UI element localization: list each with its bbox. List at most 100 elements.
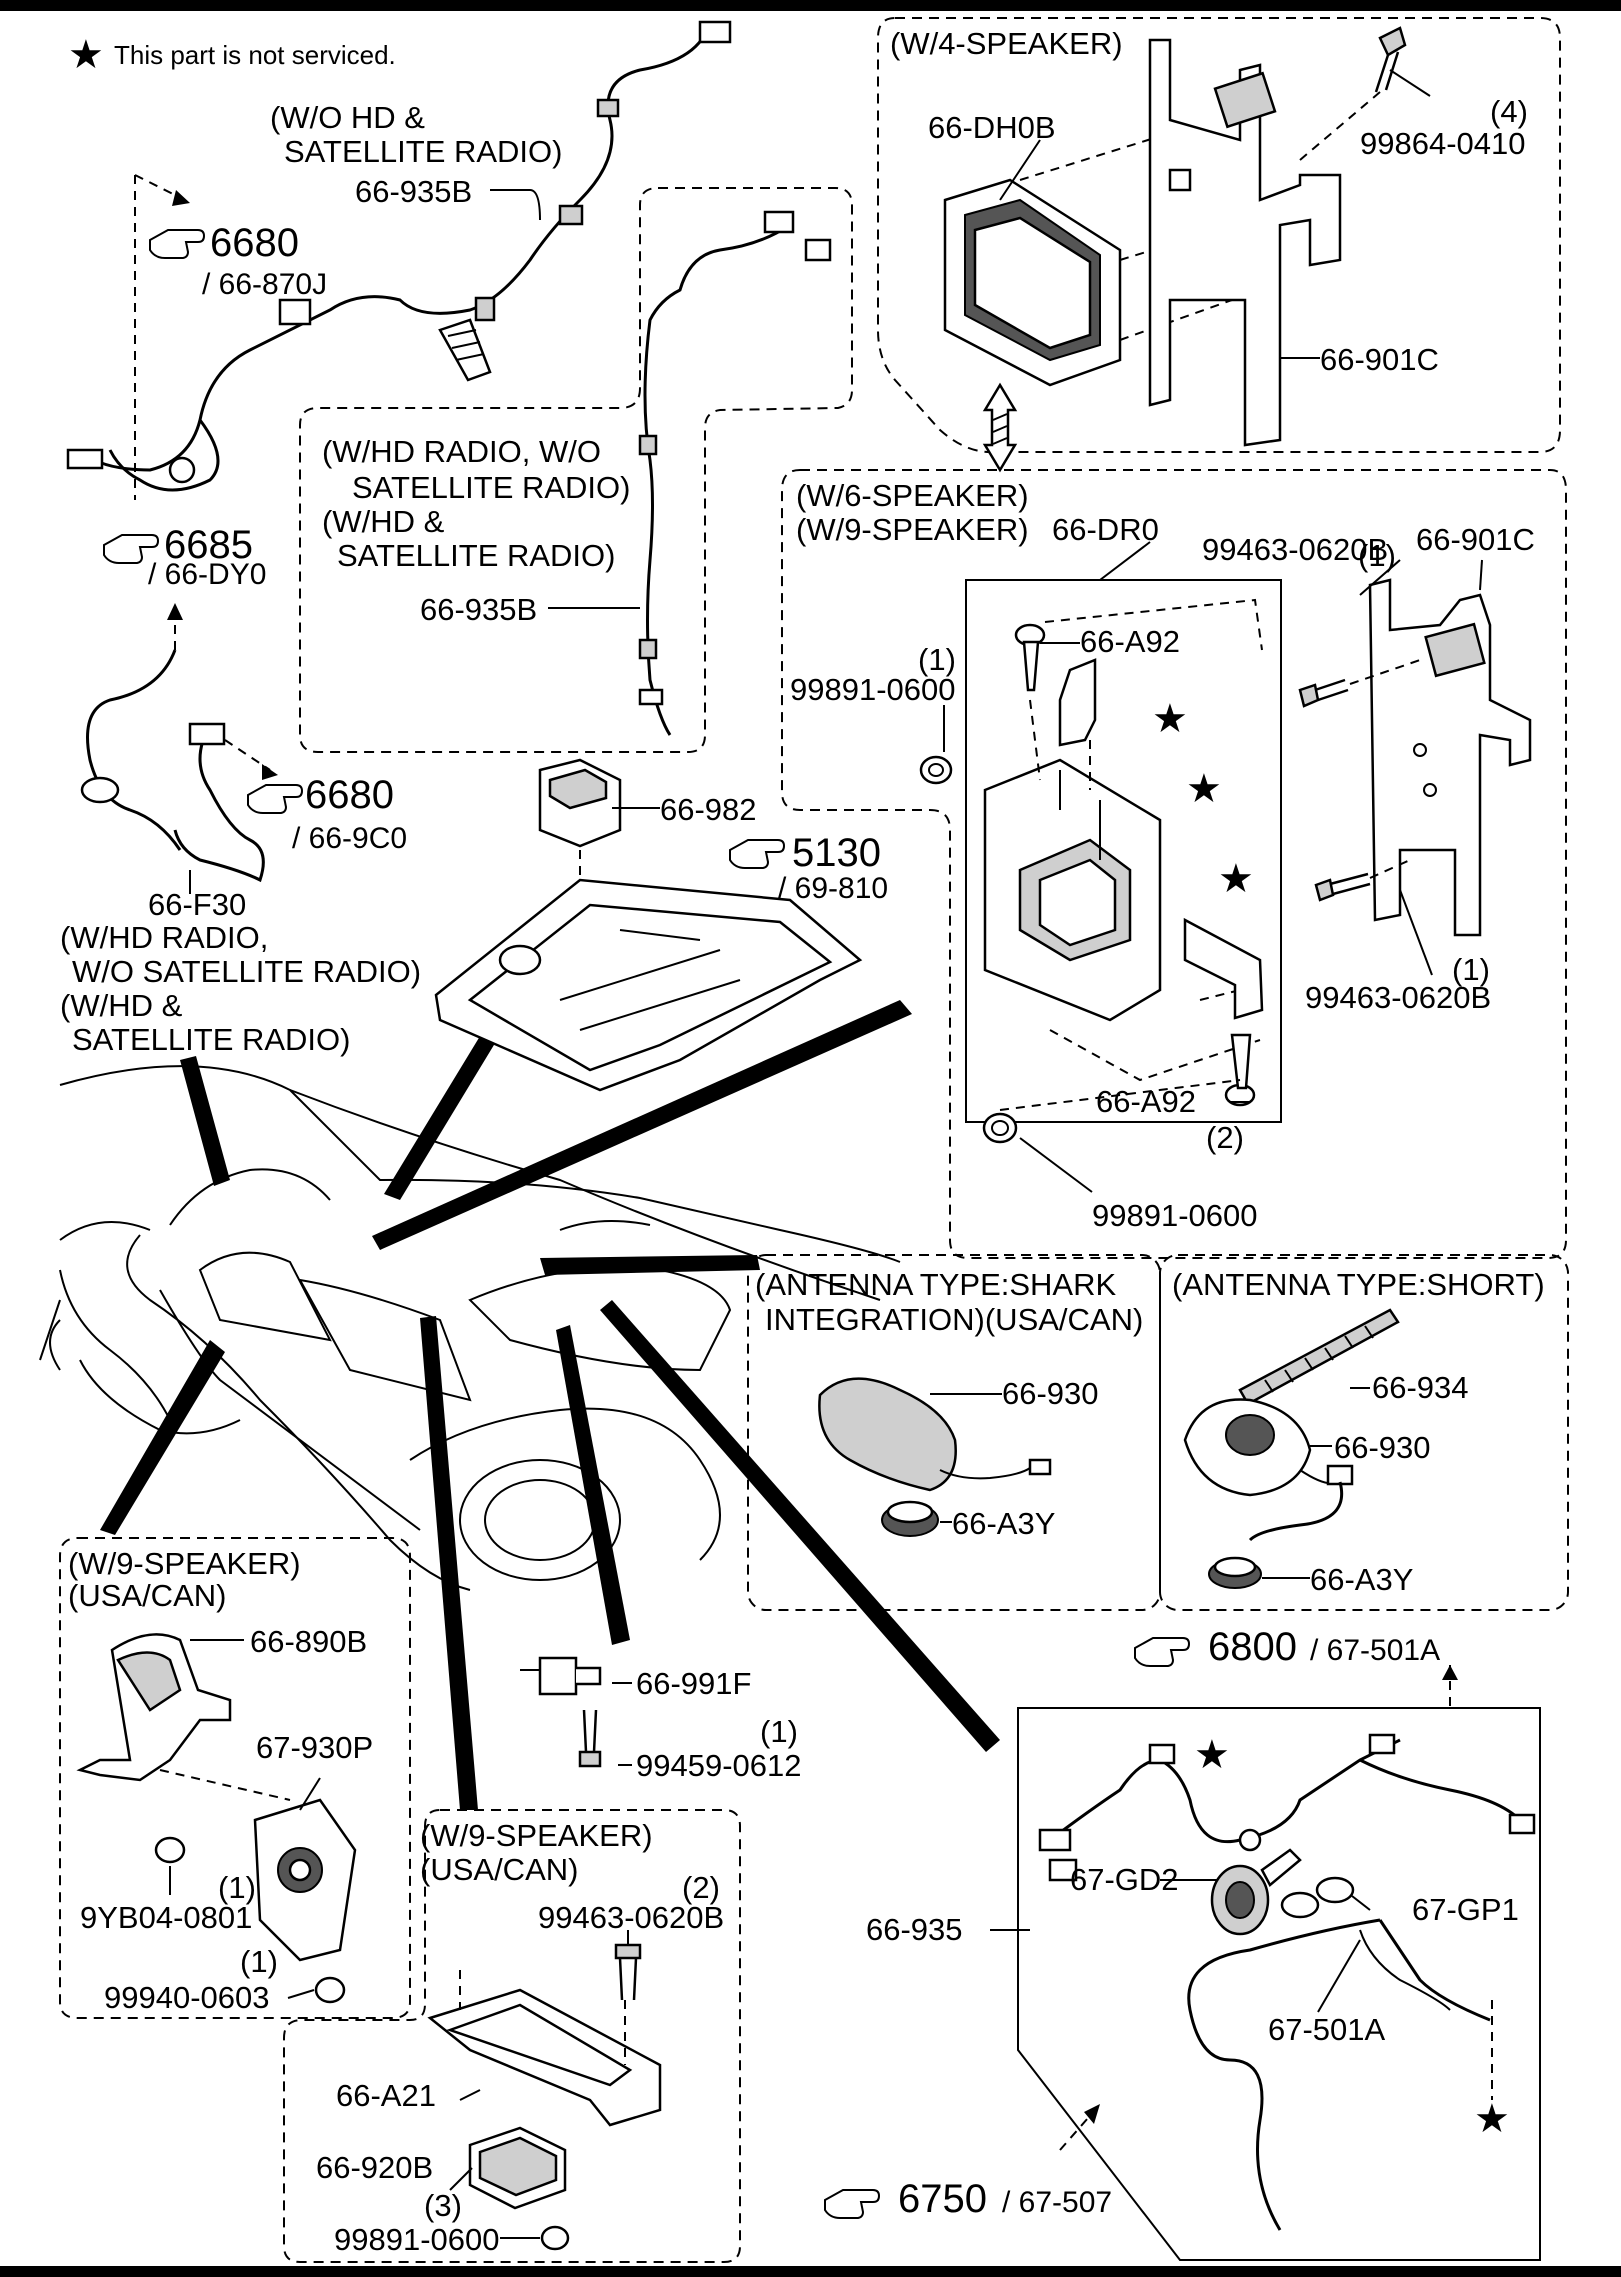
label-66-A21: 66-A21: [336, 2078, 436, 2113]
label-66-DR0: 66-DR0: [1052, 512, 1159, 547]
part-66-920B-amp[interactable]: [468, 2126, 567, 2210]
label-99463-0620B-c: 99463-0620B: [538, 1900, 724, 1935]
label-hd-sat-a-4: SATELLITE RADIO): [337, 538, 616, 573]
part-99463-0620B-bolt-a[interactable]: [1298, 659, 1421, 708]
part-67-GD2[interactable]: [1210, 1848, 1302, 1936]
leader-lines: [169, 69, 1483, 2239]
label-67-501A: 67-501A: [1268, 2012, 1386, 2047]
part-66-982[interactable]: [538, 758, 622, 1000]
ref-number: 6750: [898, 2177, 987, 2221]
part-99463-0620B-bolt-c[interactable]: [614, 1943, 642, 2001]
box-66-DR0-assembly: [965, 579, 1282, 1123]
part-67-GP1[interactable]: [1280, 1876, 1355, 1919]
ref-6750-arrow: [1084, 2104, 1100, 2124]
label-99891-0600-a: 99891-0600: [790, 672, 956, 707]
ref-number: 6800: [1208, 1625, 1297, 1669]
part-66-A92-screw-b[interactable]: [1224, 1033, 1256, 1107]
label-66-920B: 66-920B: [316, 2150, 433, 2185]
part-99891-0600-nut-a[interactable]: [919, 755, 953, 785]
ref-sub: / 66-870J: [202, 268, 327, 301]
label-99940-0603-qty: (1): [240, 1944, 278, 1979]
box-w9-speaker-mid: [283, 1809, 741, 2263]
box-w6-w9-speaker: [781, 469, 1567, 1259]
label-w9-mid-1: (W/9-SPEAKER): [420, 1818, 653, 1853]
label-99891-0600-b: 99891-0600: [1092, 1198, 1258, 1233]
part-99940-0603-nut[interactable]: [314, 1976, 346, 2004]
part-67-501A-cable[interactable]: [1359, 1929, 1493, 2100]
label-antenna-shark-2: INTEGRATION)(USA/CAN): [765, 1302, 1143, 1337]
label-66-935: 66-935: [866, 1912, 963, 1947]
pointing-hand-icon: [103, 534, 160, 564]
part-66-A21-bracket[interactable]: [427, 1970, 662, 2127]
label-hd-sat-b-1: (W/HD RADIO,: [60, 920, 268, 955]
reference-5130[interactable]: 5130 / 69-810: [729, 831, 888, 905]
arrow-double-hatched: [982, 382, 1018, 473]
label-hd-sat-b-4: SATELLITE RADIO): [72, 1022, 351, 1057]
ref-sub: / 67-501A: [1310, 1634, 1440, 1667]
part-66-901C-bracket-b[interactable]: [1368, 578, 1532, 937]
reference-6680-b[interactable]: 6680 / 66-9C0: [247, 773, 407, 855]
reference-6685[interactable]: 6685 / 66-DY0: [103, 523, 266, 591]
label-w9-left-2: (USA/CAN): [68, 1578, 226, 1613]
part-66-935B-harness[interactable]: [66, 20, 732, 500]
part-99891-0600-nut-c[interactable]: [540, 2225, 570, 2251]
legend: ★ This part is not serviced.: [68, 33, 396, 77]
label-antenna-shark-1: (ANTENNA TYPE:SHARK: [755, 1267, 1117, 1302]
label-99459-0612: 99459-0612: [636, 1748, 802, 1783]
reference-6800[interactable]: 6800 / 67-501A: [1134, 1625, 1440, 1669]
part-66-A3Y-pad-a[interactable]: [881, 1500, 939, 1537]
label-66-982: 66-982: [660, 792, 757, 827]
star-icon: ★: [1186, 767, 1222, 811]
part-99891-0600-nut-b[interactable]: [982, 1079, 1241, 1144]
label-66-A3Y-b: 66-A3Y: [1310, 1562, 1413, 1597]
part-66-DR0-unit[interactable]: [983, 758, 1261, 1082]
part-bracket-star-a[interactable]: [1029, 658, 1097, 790]
label-99463-0620B-a: 99463-0620B: [1202, 532, 1388, 567]
reference-6680-a[interactable]: 6680 / 66-870J: [149, 221, 327, 301]
box-antenna-shark: [747, 1254, 1161, 1611]
part-66-935B-harness-hd[interactable]: [638, 210, 832, 736]
label-66-934: 66-934: [1372, 1370, 1469, 1405]
label-antenna-short: (ANTENNA TYPE:SHORT): [1172, 1267, 1545, 1302]
part-labels: 66-935B 66-935B 66-DH0B (4) 99864-0410 6…: [80, 94, 1535, 2257]
star-icon: ★: [1194, 1733, 1230, 1777]
ref-sub: / 66-DY0: [148, 558, 266, 591]
part-66-DH0B-unit[interactable]: [943, 129, 1261, 387]
callout-lines: [100, 995, 1000, 1810]
label-w6-speaker: (W/6-SPEAKER): [796, 478, 1029, 513]
part-99864-0410-bolt[interactable]: [1299, 26, 1407, 161]
part-66-A3Y-pad-b[interactable]: [1208, 1556, 1262, 1589]
part-66-F30-harness[interactable]: [80, 603, 278, 883]
star-icon: ★: [1152, 697, 1188, 741]
part-66-901C-bracket-a[interactable]: [1148, 38, 1342, 447]
label-99891-0600-c: 99891-0600: [334, 2222, 500, 2257]
part-69-810-overhead[interactable]: [434, 878, 863, 1092]
part-99463-0620B-bolt-b[interactable]: [1314, 859, 1411, 902]
part-66-991F[interactable]: [520, 1656, 602, 1696]
part-bracket-star-b[interactable]: [1183, 917, 1264, 1020]
label-w9-mid-2: (USA/CAN): [420, 1852, 578, 1887]
part-66-890B-bracket[interactable]: [76, 1633, 291, 1801]
label-66-930-b: 66-930: [1334, 1430, 1431, 1465]
label-66-DH0B: 66-DH0B: [928, 110, 1056, 145]
reference-6750[interactable]: 6750 / 67-507: [824, 2177, 1112, 2221]
label-wo-hd-sat-2: SATELLITE RADIO): [284, 134, 563, 169]
label-hd-sat-a-3: (W/HD &: [322, 504, 445, 539]
label-66-890B: 66-890B: [250, 1624, 367, 1659]
part-67-930P-speaker[interactable]: [253, 1798, 357, 1962]
label-99459-0612-qty: (1): [760, 1714, 798, 1749]
label-66-A3Y-a: 66-A3Y: [952, 1506, 1055, 1541]
label-99463-0620B-b-qty: (1): [1452, 952, 1490, 987]
part-66-A92-screw-a[interactable]: [1014, 598, 1263, 692]
arrow-hatched: [438, 318, 492, 382]
label-w9-left-1: (W/9-SPEAKER): [68, 1546, 301, 1581]
part-66-930-short-antenna[interactable]: [1183, 1398, 1354, 1542]
box-66-935-harness: [1017, 1707, 1541, 2261]
ref-number: 6680: [210, 221, 299, 265]
label-66-A92-a: 66-A92: [1080, 624, 1180, 659]
part-9YB04-0801-nut[interactable]: [154, 1836, 186, 1864]
part-66-930-shark-antenna[interactable]: [818, 1377, 1052, 1492]
part-66-935-harness[interactable]: [1038, 1733, 1536, 2231]
ref-sub: / 67-507: [1002, 2186, 1112, 2219]
part-99459-0612-bolt[interactable]: [578, 1709, 602, 1768]
